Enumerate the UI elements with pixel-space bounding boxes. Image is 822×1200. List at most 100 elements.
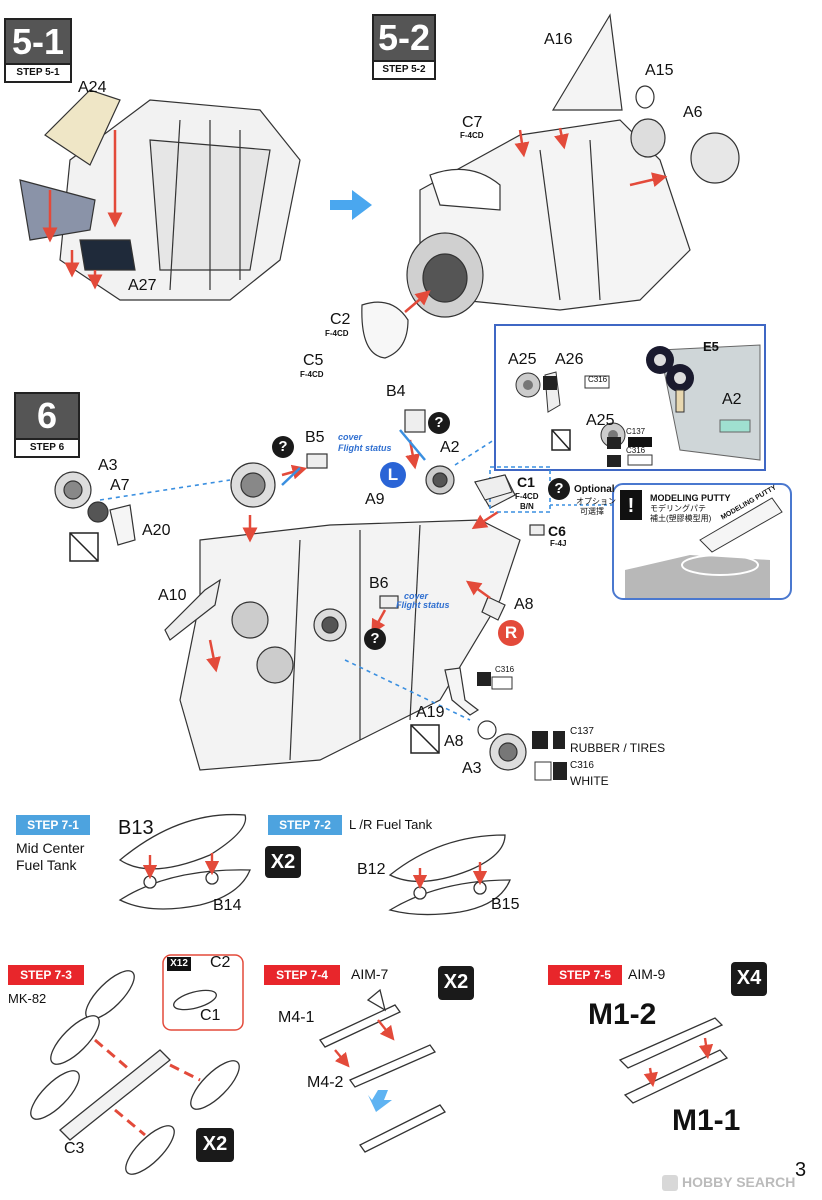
cover-flight-status-top-line1: cover xyxy=(338,432,363,442)
part-a3-left: A3 xyxy=(98,457,118,474)
putty-title-cn: 補土(塑膠模型用) xyxy=(650,514,712,523)
step-7-1-title-line2: Fuel Tank xyxy=(16,857,77,873)
legend-code-c316: C316 xyxy=(570,760,594,771)
step-5-1-number: 5-1 xyxy=(4,18,72,66)
part-a24: A24 xyxy=(78,79,107,96)
part-a20: A20 xyxy=(142,522,171,539)
part-c7-variant: F-4CD xyxy=(460,131,484,140)
right-side-badge: R xyxy=(498,620,524,646)
step-7-1-tag: STEP 7-1 xyxy=(16,815,90,835)
part-a8-right: A8 xyxy=(514,596,534,613)
paint-chip-icons xyxy=(69,375,653,781)
part-a6: A6 xyxy=(683,104,703,121)
part-a2-inset: A2 xyxy=(722,391,742,408)
transition-arrow xyxy=(330,190,372,220)
cover-flight-status-mid-line2: Flight status xyxy=(396,600,450,610)
optional-label-jp: オプション xyxy=(576,497,616,506)
step-6-number: 6 xyxy=(14,392,80,440)
step-7-5-multiplier: X4 xyxy=(731,962,767,996)
part-b4: B4 xyxy=(386,383,406,400)
optional-label: Optional xyxy=(574,484,615,495)
legend-name-rubber-tires: RUBBER / TIRES xyxy=(570,741,666,755)
step-7-3-title: MK-82 xyxy=(8,991,47,1006)
question-icon: ? xyxy=(428,412,450,434)
mid-center-fuel-tank-drawing xyxy=(118,813,251,910)
part-c3: C3 xyxy=(64,1140,85,1157)
lr-fuel-tank-drawing xyxy=(388,834,511,916)
part-c6-variant: F-4J xyxy=(550,539,567,548)
part-m4-1: M4-1 xyxy=(278,1009,315,1026)
aim9-drawing xyxy=(618,1017,729,1104)
optional-dashed-box xyxy=(489,466,551,513)
paint-c316-main: C316 xyxy=(495,665,515,674)
part-a15: A15 xyxy=(645,62,674,79)
part-c1-bomb: C1 xyxy=(200,1007,221,1024)
step-7-1-title-line1: Mid Center xyxy=(16,840,85,856)
part-c1-variant2: B/N xyxy=(520,502,534,511)
part-m4-2: M4-2 xyxy=(307,1074,344,1091)
step-7-4-multiplier: X2 xyxy=(438,966,474,1000)
cover-flight-status-top-line2: Flight status xyxy=(338,443,392,453)
step-7-2-title: L /R Fuel Tank xyxy=(349,817,433,832)
step-7-3-tag: STEP 7-3 xyxy=(8,965,84,985)
aim7-drawing xyxy=(319,988,446,1153)
paint-c316-b: C316 xyxy=(626,446,646,455)
step5-1-tail-drawing xyxy=(19,89,301,301)
part-c2-bomb: C2 xyxy=(210,954,231,971)
part-c1: C1 xyxy=(517,474,535,490)
step-5-1-tag: STEP 5-1 xyxy=(4,63,72,83)
step-7-5-tag: STEP 7-5 xyxy=(548,965,622,985)
mk82-bombs-drawing xyxy=(30,954,244,1175)
part-m1-1: M1-1 xyxy=(672,1104,741,1137)
part-b6: B6 xyxy=(369,575,389,592)
step-7-5-title: AIM-9 xyxy=(628,966,666,982)
part-b12: B12 xyxy=(357,861,386,878)
part-c5-variant: F-4CD xyxy=(300,370,324,379)
step-7-2-tag: STEP 7-2 xyxy=(268,815,342,835)
step-7-4-tag: STEP 7-4 xyxy=(264,965,340,985)
step-7-4-title: AIM-7 xyxy=(351,966,389,982)
part-b13: B13 xyxy=(118,817,154,839)
putty-inset: ! xyxy=(612,483,792,600)
step-7-3-sub-multiplier: X12 xyxy=(167,957,191,971)
step5-2-aircraft-drawing xyxy=(361,13,740,359)
step6-aircraft-drawing xyxy=(54,409,545,771)
part-c6: C6 xyxy=(548,523,566,539)
question-icon: ? xyxy=(548,478,570,500)
part-a16: A16 xyxy=(544,31,573,48)
question-icon: ? xyxy=(272,436,294,458)
part-c2-variant: F-4CD xyxy=(325,329,349,338)
part-a2: A2 xyxy=(440,439,460,456)
paint-c316-a: C316 xyxy=(588,375,608,384)
part-c1-variant: F-4CD xyxy=(515,492,539,501)
left-side-badge: L xyxy=(380,462,406,488)
part-b15: B15 xyxy=(491,896,520,913)
cover-flight-status-mid-line1: cover xyxy=(404,591,429,601)
part-a7: A7 xyxy=(110,477,130,494)
part-a10: A10 xyxy=(158,587,187,604)
step-5-2-number: 5-2 xyxy=(372,14,436,62)
svg-text:!: ! xyxy=(628,495,635,517)
hobby-search-watermark: HOBBY SEARCH xyxy=(682,1174,796,1190)
part-m1-2: M1-2 xyxy=(588,998,657,1031)
step-5-2-tag: STEP 5-2 xyxy=(372,60,436,80)
part-a19: A19 xyxy=(416,704,445,721)
part-c7: C7 xyxy=(462,114,483,131)
part-c5: C5 xyxy=(303,352,324,369)
part-a25-top: A25 xyxy=(508,351,537,368)
legend-name-white: WHITE xyxy=(570,774,609,788)
step-7-3-multiplier: X2 xyxy=(196,1128,234,1162)
part-b14: B14 xyxy=(213,897,242,914)
part-a27: A27 xyxy=(128,277,157,294)
paint-c137-a: C137 xyxy=(626,427,646,436)
page-number: 3 xyxy=(795,1159,807,1181)
question-icon: ? xyxy=(364,628,386,650)
part-a9: A9 xyxy=(365,491,385,508)
putty-title-jp: モデリングパテ xyxy=(650,504,706,513)
legend-code-c137: C137 xyxy=(570,726,594,737)
part-e5: E5 xyxy=(703,339,719,354)
putty-title: MODELING PUTTY xyxy=(650,493,731,503)
part-c2: C2 xyxy=(330,311,351,328)
part-a26: A26 xyxy=(555,351,584,368)
